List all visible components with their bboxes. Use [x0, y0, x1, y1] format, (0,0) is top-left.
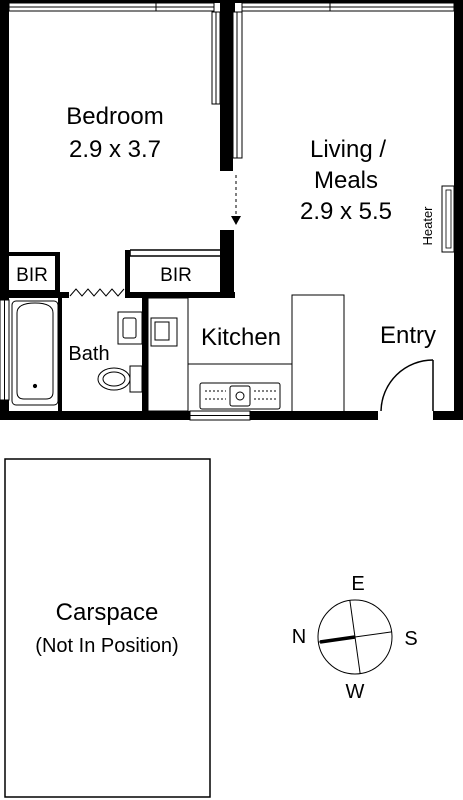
kitchen-sink	[199, 382, 281, 410]
central-partition	[211, 3, 243, 298]
internal-walls	[9, 250, 235, 413]
bedroom-size: 2.9 x 3.7	[69, 136, 161, 163]
living-size: 2.9 x 5.5	[300, 198, 392, 225]
compass-north: N	[292, 626, 306, 648]
bir-left-label: BIR	[16, 265, 48, 286]
kitchen-cabinet	[147, 297, 292, 412]
basin	[117, 311, 143, 345]
bir-right-label: BIR	[160, 265, 192, 286]
living-label-line1: Living /	[310, 136, 386, 163]
bath-wall	[58, 298, 62, 411]
compass-rose	[317, 599, 393, 675]
kitchen-label: Kitchen	[201, 324, 281, 351]
bir-right-enclosure	[129, 249, 220, 257]
kitchen-window	[189, 410, 251, 421]
carspace-note: (Not In Position)	[35, 635, 178, 657]
carspace-outline	[4, 458, 211, 798]
heater	[441, 185, 455, 253]
top-windows	[8, 2, 455, 12]
bath-window	[0, 299, 10, 401]
entry-door	[380, 359, 434, 412]
compass-west: W	[346, 681, 365, 703]
exterior-walls	[0, 0, 463, 420]
compass-south: S	[404, 628, 417, 650]
carspace-label: Carspace	[56, 599, 159, 626]
pantry-cupboard	[291, 294, 345, 413]
entry-label: Entry	[380, 322, 436, 349]
bath-sliding-door	[69, 288, 125, 297]
heater-label: Heater	[420, 206, 435, 246]
compass-east: E	[351, 573, 364, 595]
bathtub	[11, 300, 59, 406]
toilet	[97, 365, 143, 393]
bath-label: Bath	[68, 343, 109, 365]
bedroom-label: Bedroom	[66, 103, 163, 130]
living-label-line2: Meals	[314, 167, 378, 194]
